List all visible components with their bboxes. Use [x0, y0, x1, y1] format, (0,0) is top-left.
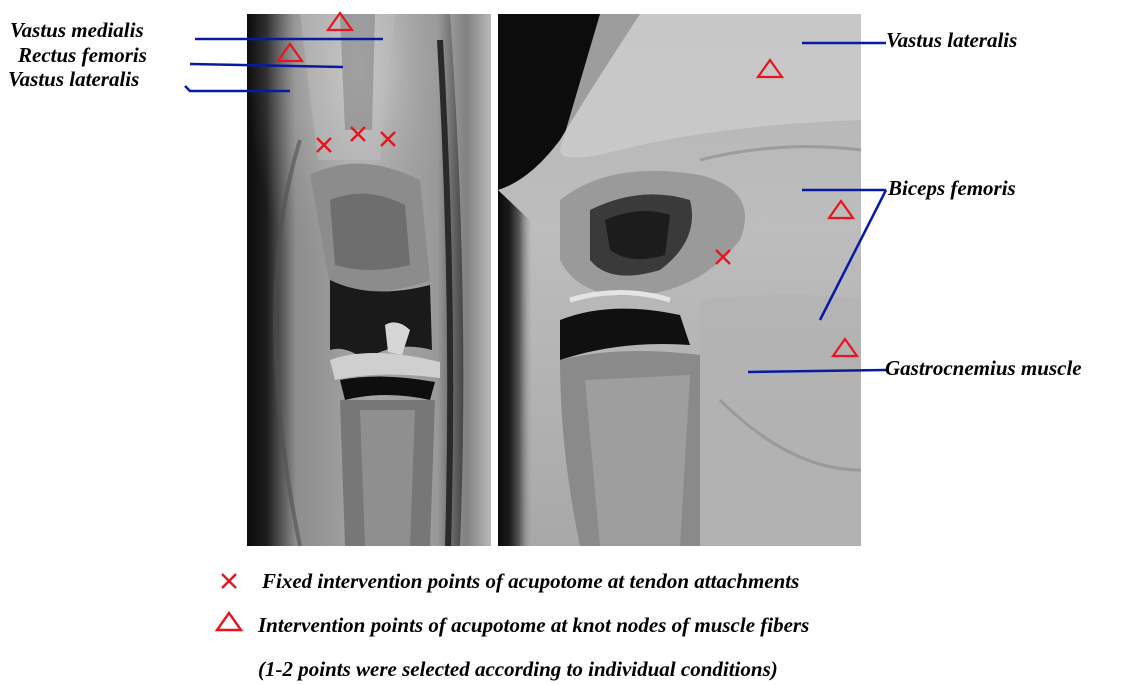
legend-triangle-text: Intervention points of acupotome at knot…	[258, 612, 809, 638]
legend-cross-text: Fixed intervention points of acupotome a…	[262, 568, 799, 594]
legend-symbols	[217, 574, 241, 630]
legend-cross-icon	[222, 574, 236, 588]
label-vastus-medialis: Vastus medialis	[10, 18, 144, 42]
legend-note: (1-2 points were selected according to i…	[258, 656, 778, 682]
legend-triangle-icon	[217, 613, 241, 630]
label-biceps-femoris: Biceps femoris	[888, 176, 1016, 200]
label-vastus-lateralis-right: Vastus lateralis	[886, 28, 1017, 52]
mri-coronal-image	[247, 14, 491, 546]
label-vastus-lateralis-left: Vastus lateralis	[8, 67, 139, 91]
label-rectus-femoris: Rectus femoris	[18, 43, 147, 67]
label-gastrocnemius: Gastrocnemius muscle	[885, 356, 1082, 380]
mri-sagittal-image	[498, 14, 861, 546]
